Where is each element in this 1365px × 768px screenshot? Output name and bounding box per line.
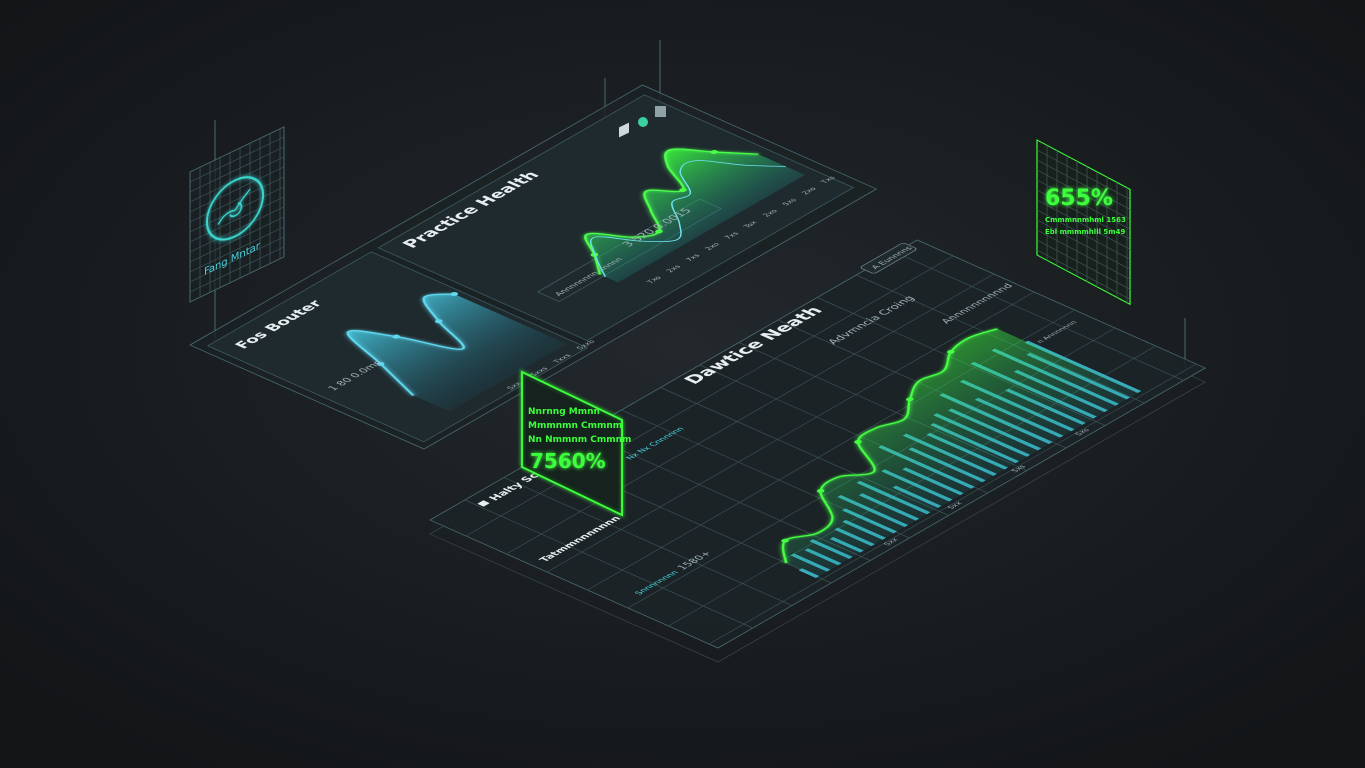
legend-square-icon (477, 500, 490, 507)
main-tick-label: Sxx (882, 537, 900, 547)
grid-line (1037, 169, 1130, 220)
grid-line (190, 166, 284, 213)
stethoscope-circle-icon (206, 176, 264, 241)
main-chart (781, 328, 1142, 579)
main-tick-label: Sxs (1010, 464, 1028, 474)
grid-line (1037, 189, 1130, 240)
grid-line (1037, 179, 1130, 230)
main-tick-label: Sxx (946, 501, 964, 511)
fos-tick-label: Sxx (505, 381, 523, 391)
middle-card-frame (521, 370, 623, 517)
fos-chart-point (450, 292, 459, 296)
main-chart-point (816, 488, 825, 493)
main-chart-area (783, 328, 1140, 578)
window-icon[interactable] (655, 106, 666, 117)
middle-card-line-1: Nnrnng Mmnn (528, 407, 600, 417)
middle-card-line-2: Mmmnmn Cmmnm (528, 421, 622, 431)
grid-line (190, 196, 284, 243)
fos-chart-point (376, 361, 385, 366)
practice-chart-point (655, 229, 663, 234)
grid-line (190, 246, 284, 293)
middle-metric-card[interactable]: Nnrnng Mmnn Mmmnmn Cmmnm Nn Nmmnm Cmmnm … (521, 370, 631, 517)
fos-chart-point (434, 319, 443, 324)
practice-tick-label: 7xs (684, 253, 702, 263)
middle-card-value: 7560% (530, 449, 606, 473)
grid-line (190, 146, 284, 193)
practice-tick-label: 2xo (800, 186, 818, 196)
practice-tick-label: Txs (818, 175, 837, 185)
grid-line (1037, 149, 1130, 200)
grid-line (1037, 229, 1130, 280)
right-card-grid (1037, 145, 1130, 303)
grid-line (708, 363, 1197, 645)
grid-line (1037, 239, 1130, 290)
grid-line (190, 236, 284, 283)
grid-line (190, 216, 284, 263)
fos-tick-label: Sxxs (528, 366, 550, 378)
practice-tick-label: 2xs (665, 264, 683, 274)
practice-chart-area (585, 149, 806, 283)
grid-line (190, 136, 284, 183)
grid-line (465, 255, 954, 537)
practice-tick-label: 2xo (761, 208, 779, 218)
grid-line (1037, 219, 1130, 270)
main-chart-point (781, 538, 789, 543)
grid-line (895, 252, 1184, 381)
grid-line (190, 186, 284, 233)
fos-chart-area (347, 294, 567, 412)
grid-line (1037, 159, 1130, 210)
practice-tick-label: Tox (741, 220, 759, 229)
grid-line (506, 273, 995, 555)
main-chart-line (781, 328, 998, 564)
grid-line (190, 176, 284, 223)
right-card-line-2: Ebl mmmmhlll 5m49 (1045, 228, 1125, 236)
fos-chart-line (346, 293, 465, 396)
main-chart-point (947, 349, 955, 354)
main-chart-point (854, 439, 862, 444)
right-card-value: 655% (1045, 186, 1113, 211)
practice-tick-label: 2xo (703, 242, 721, 252)
grid-line (503, 477, 793, 606)
practice-tick-label: Txo (644, 275, 663, 285)
grid-line (1037, 209, 1130, 260)
top-icons (619, 106, 666, 138)
practice-chart (584, 148, 806, 283)
main-tick-label: Sxs (1073, 427, 1091, 437)
grid-line (190, 206, 284, 253)
fos-chart (346, 292, 567, 412)
fos-tick-label: Txxs (551, 353, 574, 365)
dot-icon[interactable] (638, 117, 648, 127)
practice-tick-label: 7xs (723, 231, 741, 241)
practice-chart-point (710, 150, 718, 154)
left-card[interactable]: Fang Mntar (189, 126, 285, 303)
square-icon[interactable] (619, 122, 629, 138)
grid-line (546, 291, 1035, 573)
grid-line (1037, 249, 1130, 300)
fos-chart-point (392, 334, 400, 339)
practice-chart-secondary-line (589, 160, 786, 278)
middle-card-line-3: Nn Nmmnm Cmmnm (528, 435, 631, 445)
right-card-line-1: Cmmmnnmhml 1563 (1045, 216, 1126, 224)
practice-chart-line (584, 148, 759, 275)
grid-line (464, 499, 754, 629)
practice-chart-point (679, 188, 687, 193)
practice-tick-label: 5xs (781, 197, 799, 207)
grid-line (1037, 199, 1130, 250)
main-chart-point (906, 397, 914, 402)
right-metric-card[interactable]: 655% Cmmmnnmhml 1563 Ebl mmmmhlll 5m49 (1036, 139, 1131, 306)
grid-line (190, 226, 284, 273)
